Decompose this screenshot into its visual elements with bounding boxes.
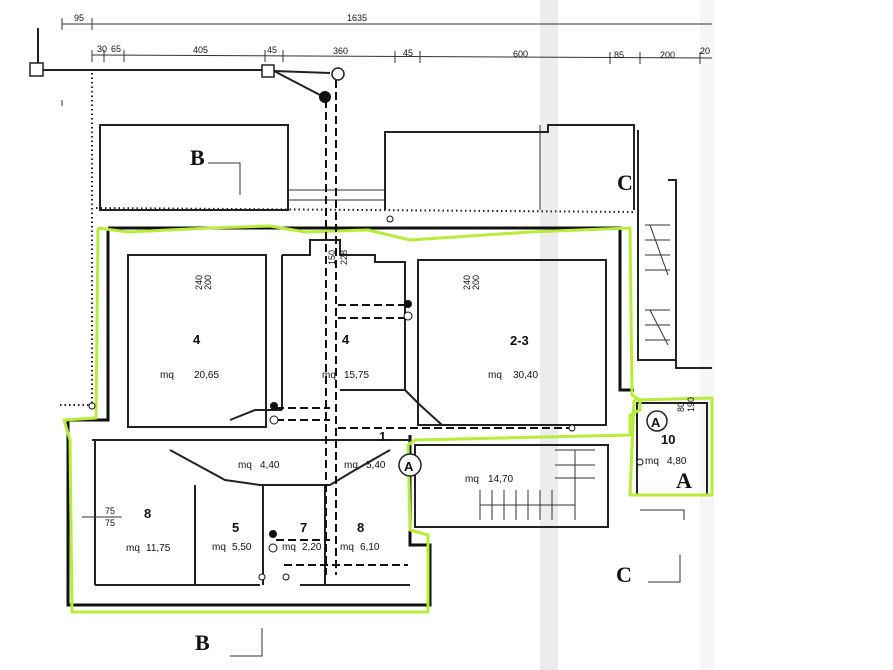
room-10-number: 10	[661, 432, 675, 447]
dim-1635: 1635	[347, 13, 367, 23]
room-2-3-number: 2-3	[510, 333, 529, 348]
dim-200: 200	[660, 50, 675, 60]
section-circle-a-mid	[398, 453, 422, 477]
room-8-left-number: 8	[144, 506, 151, 521]
room-8-right-area: 6,10	[360, 542, 380, 553]
room-8-left-unit: mq	[126, 543, 140, 554]
room-7-area: 2,20	[302, 542, 322, 553]
hall-left-area: 4,40	[260, 460, 280, 471]
dim-v-240-left: 240	[194, 275, 204, 290]
hall-left-unit: mq	[238, 460, 252, 471]
dim-75-b: 75	[105, 518, 115, 528]
dim-30: 30	[97, 44, 107, 54]
apartment-highlight-main	[62, 224, 642, 614]
room-8-left-area: 11,75	[146, 543, 171, 554]
section-circle-a-top	[646, 410, 668, 432]
room-4-left-unit: mq	[160, 370, 174, 381]
section-mark-b-top: B	[190, 145, 205, 170]
room-4-center-area: 15,75	[344, 370, 369, 381]
dim-v-190: 190	[686, 397, 696, 412]
room-4-left-number: 4	[193, 332, 201, 347]
dim-v-228: 228	[339, 250, 349, 265]
room-2-3-unit: mq	[488, 370, 502, 381]
dim-v-150: 150	[327, 250, 337, 265]
dim-405: 405	[193, 45, 208, 55]
dim-360: 360	[333, 46, 348, 56]
section-mark-c-bottom: C	[616, 562, 632, 587]
photocopy-edge	[700, 0, 714, 670]
apartment-walls	[66, 226, 712, 607]
room-4-center-unit: mq	[322, 370, 336, 381]
photocopy-band	[540, 0, 558, 670]
hall-right-area: 5,40	[366, 460, 386, 471]
room-5-unit: mq	[212, 542, 226, 553]
room-10-area: 4,80	[667, 456, 687, 467]
dim-65: 65	[111, 44, 121, 54]
room-1-number: 1	[379, 429, 386, 444]
room-5-number: 5	[232, 520, 239, 535]
section-mark-a-mid: A	[404, 459, 414, 474]
apartment-highlight-room10	[628, 396, 714, 497]
dim-v-80: 80	[676, 402, 686, 412]
dim-20: 20	[700, 46, 710, 56]
section-mark-c-top: C	[617, 170, 633, 195]
room-4-center-number: 4	[342, 332, 350, 347]
room-8-right-number: 8	[357, 520, 364, 535]
dim-45a: 45	[267, 45, 277, 55]
room-7-number: 7	[300, 520, 307, 535]
room-7-unit: mq	[282, 542, 296, 553]
dim-600: 600	[513, 49, 528, 59]
dimension-lines	[61, 18, 713, 106]
drain-line	[29, 28, 345, 103]
dim-75-a: 75	[105, 506, 115, 516]
dim-v-200-right: 200	[471, 275, 481, 290]
dim-85: 85	[614, 50, 624, 60]
dim-v-200-left: 200	[203, 275, 213, 290]
dim-v-240-right: 240	[462, 275, 472, 290]
stair-room-unit: mq	[465, 474, 479, 485]
plumbing-lines	[88, 80, 644, 581]
section-leader-b-bottom	[230, 628, 263, 657]
section-mark-a-right: A	[676, 468, 692, 493]
section-leader-a-right	[640, 509, 685, 520]
section-mark-b-bottom: B	[195, 630, 210, 655]
hall-right-unit: mq	[344, 460, 358, 471]
room-4-left-area: 20,65	[194, 370, 219, 381]
room-10-unit: mq	[645, 456, 659, 467]
dim-45b: 45	[403, 48, 413, 58]
dim-95: 95	[74, 13, 84, 23]
stair-room-area: 14,70	[488, 474, 513, 485]
section-mark-a-top: A	[651, 415, 661, 430]
room-2-3-area: 30,40	[513, 370, 538, 381]
outdoor-stair	[637, 130, 677, 361]
section-leader-c-bottom	[648, 555, 681, 583]
room-5-area: 5,50	[232, 542, 252, 553]
section-leader-b-top	[208, 162, 241, 195]
room-8-right-unit: mq	[340, 542, 354, 553]
